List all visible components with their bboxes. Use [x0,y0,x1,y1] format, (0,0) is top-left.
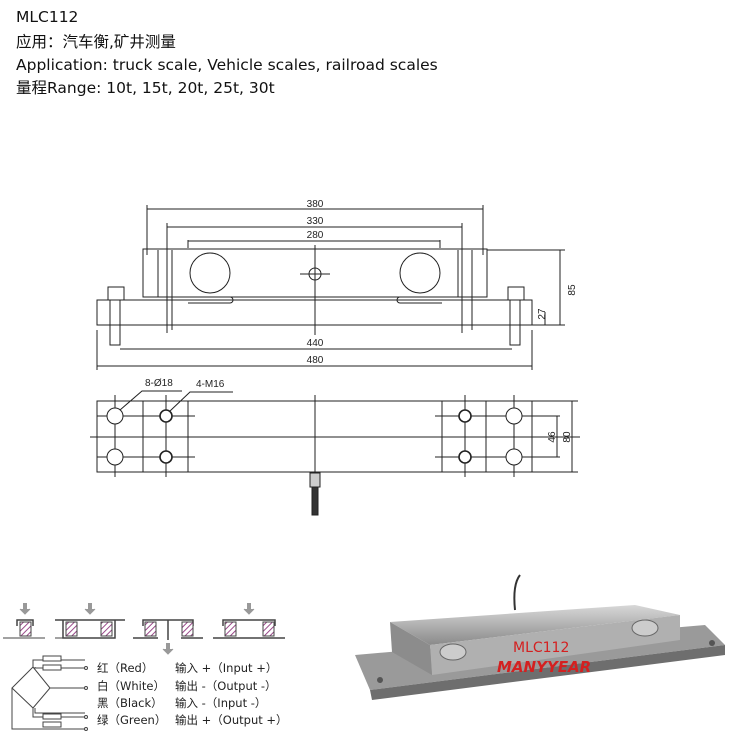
dim-85: 85 [567,284,578,296]
wire-color: 黑（Black） [97,696,163,710]
dim-280: 280 [307,230,324,241]
dim-440: 440 [307,338,324,349]
dim-480: 480 [307,355,324,366]
model-title: MLC112 [16,8,79,26]
wire-green: 绿（Green） 输出 +（Output +） [97,712,288,728]
application-cn: 应用：汽车衡,矿井测量 [16,33,176,51]
wire-color: 绿（Green） [97,713,167,727]
dim-380: 380 [307,199,324,210]
photo-brand-label: MANYYEAR [497,658,591,676]
wire-color: 红（Red） [97,661,154,675]
dim-80: 80 [562,431,573,443]
product-photo [355,574,725,700]
side-view [96,205,565,370]
label-threads: 4-M16 [196,379,225,390]
dim-46: 46 [547,431,558,443]
mounting-diagrams [3,603,285,655]
wire-white: 白（White） 输出 -（Output -） [97,678,277,694]
bottom-view [90,390,580,516]
wire-signal: 输入 +（Input +） [175,661,278,675]
dim-27: 27 [537,308,548,320]
wheatstone-bridge-diagram [11,655,88,731]
wire-black: 黑（Black） 输入 -（Input -） [97,695,266,711]
range: 量程Range: 10t, 15t, 20t, 25t, 30t [16,79,275,97]
dim-330: 330 [307,216,324,227]
wire-red: 红（Red） 输入 +（Input +） [97,660,277,676]
wire-signal: 输出 -（Output -） [175,679,277,693]
label-holes: 8-Ø18 [145,378,173,389]
wire-signal: 输入 -（Input -） [175,696,267,710]
wire-signal: 输出 +（Output +） [175,713,288,727]
wire-color: 白（White） [97,679,165,693]
application-en: Application: truck scale, Vehicle scales… [16,56,438,74]
photo-model-label: MLC112 [513,640,569,656]
